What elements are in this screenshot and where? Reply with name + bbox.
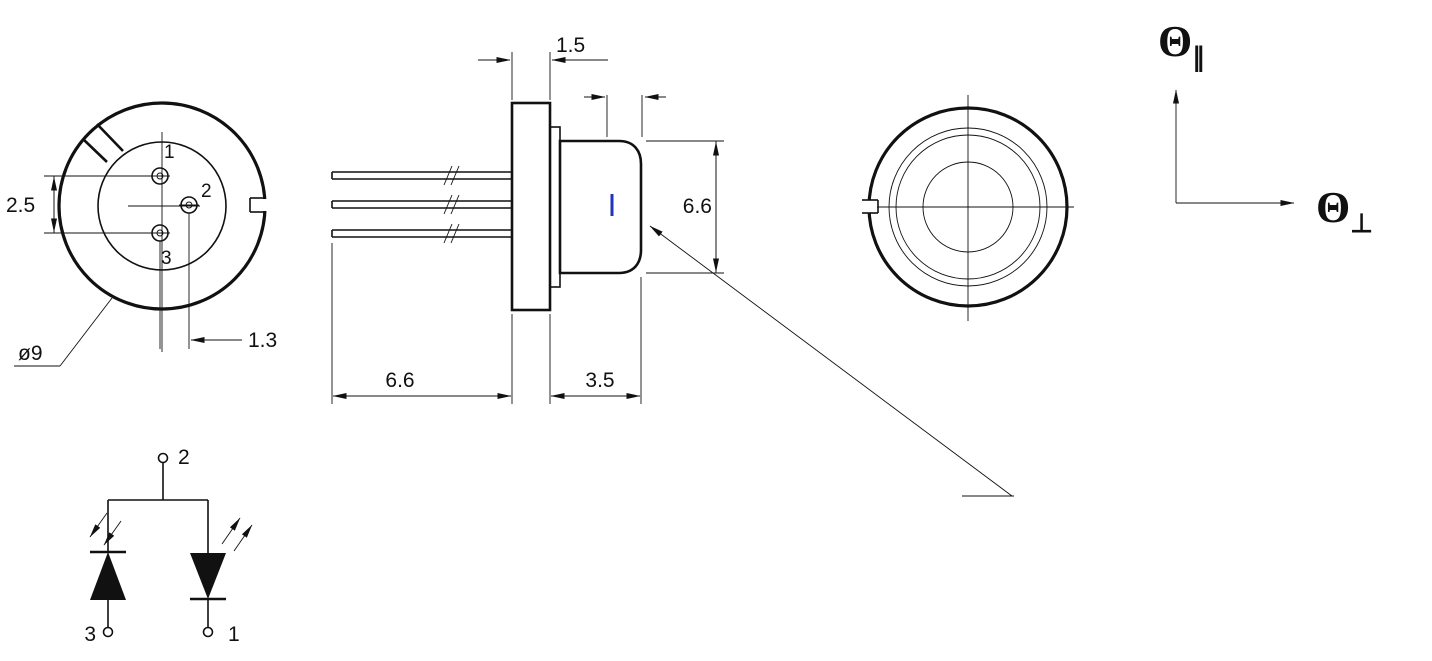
emitted-light-arrow bbox=[233, 524, 253, 552]
front-pin-1 bbox=[150, 167, 170, 185]
tab-notch-line bbox=[82, 138, 108, 163]
laser-diode-branch: 1 bbox=[190, 500, 253, 646]
side-leads bbox=[331, 165, 512, 244]
dimension-pin-offset: 1.3 bbox=[159, 241, 277, 352]
incoming-light-arrow bbox=[89, 512, 108, 538]
front-view: 1 2 3 2.5 1.3 ø9 bbox=[6, 101, 277, 367]
cap-step bbox=[549, 126, 561, 288]
rear-view bbox=[862, 95, 1074, 321]
photodiode-triangle bbox=[90, 552, 126, 600]
dimension-pin-spacing: 2.5 bbox=[6, 175, 152, 234]
pin-offset-dim-label: 1.3 bbox=[248, 329, 277, 352]
beam-divergence-axes: Θ∥ Θ⊥ bbox=[1158, 17, 1373, 238]
window-ring-outer bbox=[888, 127, 1048, 287]
pin-spacing-dim-label: 2.5 bbox=[6, 194, 35, 217]
dimension-cap-length: 3.5 bbox=[549, 277, 642, 404]
diameter-dim-label: ø9 bbox=[18, 342, 43, 365]
break-mark bbox=[443, 223, 453, 244]
break-mark bbox=[450, 194, 460, 215]
break-mark bbox=[450, 165, 460, 186]
dimension-lead-length: 6.6 bbox=[331, 243, 513, 404]
leader-line bbox=[59, 297, 113, 367]
terminal-pin2 bbox=[157, 452, 169, 464]
break-mark bbox=[450, 223, 460, 244]
cap-diameter-dim-label: 6.6 bbox=[683, 195, 712, 218]
cap-length-dim-label: 3.5 bbox=[585, 369, 614, 392]
break-mark bbox=[443, 194, 453, 215]
lead-length-dim-label: 6.6 bbox=[385, 369, 414, 392]
terminal-pin3 bbox=[102, 626, 114, 638]
flange-thickness-dim-label: 1.5 bbox=[556, 34, 585, 57]
window-ring-inner bbox=[895, 134, 1041, 280]
cap-body bbox=[558, 139, 643, 275]
emission-leader bbox=[649, 225, 1014, 497]
front-pin-3 bbox=[150, 224, 170, 242]
dimension-aperture bbox=[584, 94, 666, 137]
photodiode-branch: 3 bbox=[84, 500, 126, 646]
theta-perpendicular-label: Θ⊥ bbox=[1316, 183, 1373, 238]
theta-parallel-label: Θ∥ bbox=[1158, 17, 1205, 73]
tab-notch-line bbox=[96, 123, 124, 152]
pin-circuit-schematic: 2 3 1 bbox=[84, 446, 253, 646]
diameter-callout: ø9 bbox=[14, 297, 113, 367]
side-view: 1.5 6.6 6.6 bbox=[331, 34, 1014, 497]
window-aperture-circle bbox=[922, 161, 1014, 253]
dimension-flange-thickness: 1.5 bbox=[478, 34, 608, 100]
leader-line bbox=[649, 225, 1013, 497]
break-mark bbox=[443, 165, 453, 186]
dimension-cap-diameter: 6.6 bbox=[646, 140, 724, 274]
rear-notch-mask bbox=[862, 200, 877, 213]
front-pin-2 bbox=[179, 196, 199, 214]
flange bbox=[510, 101, 552, 312]
laser-diode-triangle bbox=[190, 553, 226, 599]
right-notch-mask bbox=[249, 199, 267, 211]
pin3-number-label: 3 bbox=[161, 248, 172, 269]
schematic-pin2-label: 2 bbox=[178, 446, 190, 469]
terminal-pin1 bbox=[202, 626, 214, 638]
pin2-number-label: 2 bbox=[201, 181, 212, 202]
pin1-number-label: 1 bbox=[164, 142, 175, 163]
incoming-light-arrow bbox=[103, 520, 122, 546]
schematic-pin3-label: 3 bbox=[84, 623, 96, 646]
schematic-pin1-label: 1 bbox=[228, 623, 240, 646]
emitted-light-arrow bbox=[221, 517, 241, 545]
